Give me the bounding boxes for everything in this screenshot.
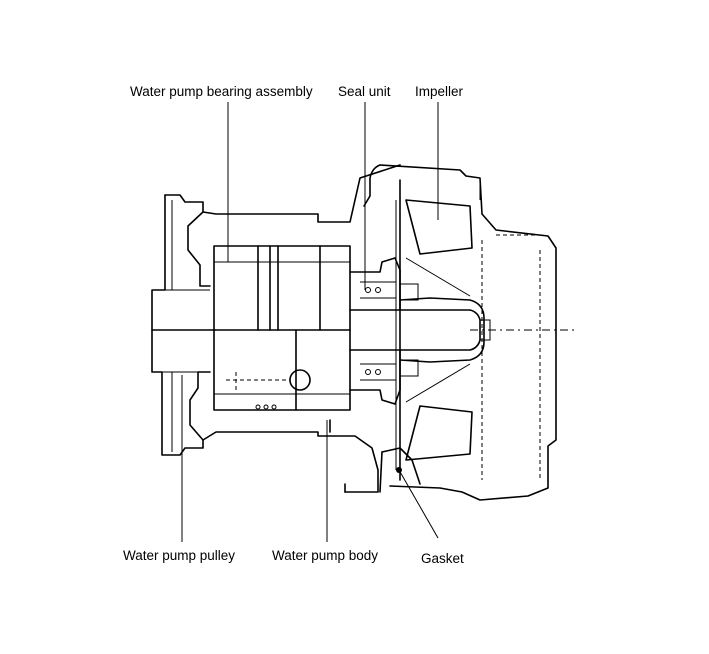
water-pump-bearing-assembly [213, 245, 351, 411]
impeller [399, 179, 485, 481]
water-pump-body [202, 164, 401, 493]
label-gasket: Gasket [421, 551, 464, 566]
gasket-leader-line [398, 469, 439, 539]
pump-shaft [349, 309, 578, 351]
label-bearing-assembly: Water pump bearing assembly [130, 84, 313, 99]
pump-housing [363, 164, 557, 501]
water-pump-pulley [151, 194, 216, 456]
seal-unit [349, 257, 419, 405]
label-pulley: Water pump pulley [123, 548, 235, 563]
label-seal-unit: Seal unit [338, 84, 391, 99]
label-impeller: Impeller [415, 84, 464, 99]
gasket [395, 200, 402, 473]
label-pump-body: Water pump body [272, 548, 378, 563]
